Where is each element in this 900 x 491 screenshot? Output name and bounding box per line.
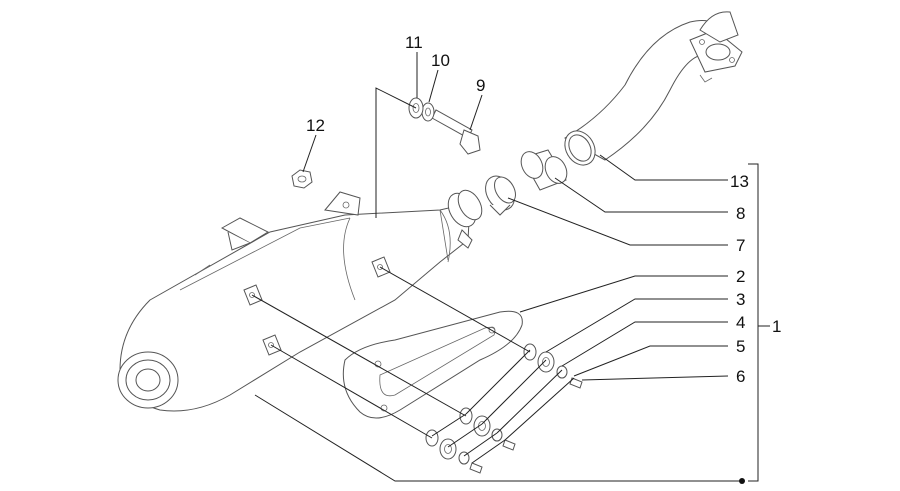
label-part-3: 3	[736, 290, 745, 309]
sleeve-part-8	[520, 149, 568, 191]
label-part-11: 11	[405, 33, 423, 52]
part-labels: 11 10 9 12 13 8 7 2 3 4 5 6 1	[306, 33, 781, 386]
label-part-5: 5	[736, 337, 745, 356]
label-part-9: 9	[476, 76, 485, 95]
label-part-12: 12	[306, 116, 325, 135]
label-part-2: 2	[736, 267, 745, 286]
label-part-13: 13	[730, 172, 749, 191]
label-part-4: 4	[736, 313, 745, 332]
nut-part-12	[291, 169, 313, 189]
fastener-stack-upper	[523, 343, 583, 389]
label-part-8: 8	[736, 204, 745, 223]
leader-lines	[251, 52, 770, 484]
label-part-6: 6	[736, 367, 745, 386]
bolt-part-9	[431, 109, 481, 155]
fastener-stack-lower	[425, 429, 483, 474]
label-part-10: 10	[431, 51, 450, 70]
label-part-7: 7	[736, 236, 745, 255]
muffler-inlet-flange	[447, 189, 483, 249]
label-part-1: 1	[772, 317, 781, 336]
assembly-dot	[739, 478, 745, 484]
muffler	[117, 191, 471, 412]
exhaust-pipe-part-13	[563, 11, 743, 166]
fastener-stack-middle	[459, 407, 516, 451]
heat-shield-part-2	[342, 310, 523, 419]
washer-part-10	[421, 102, 435, 122]
clamp-part-7	[485, 175, 516, 216]
